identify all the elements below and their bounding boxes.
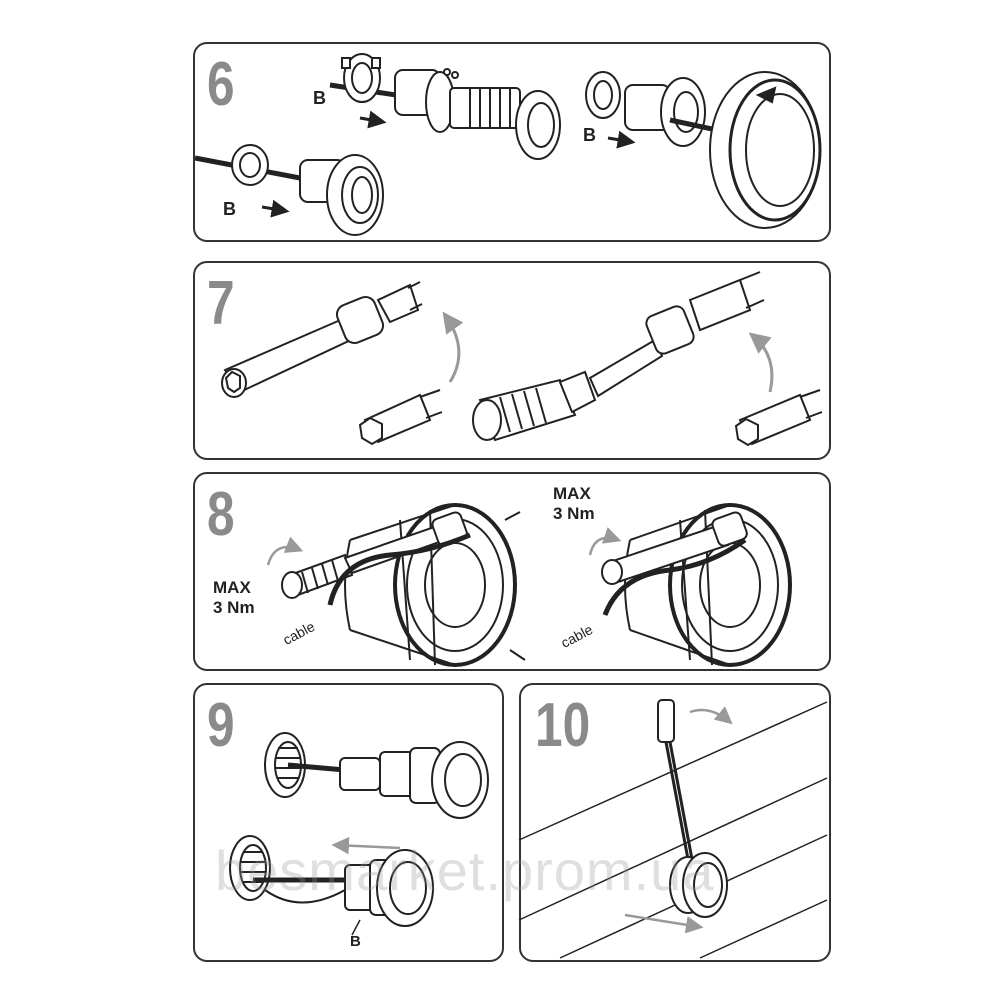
nut-b-right xyxy=(585,71,621,119)
threaded-body-top xyxy=(394,68,561,160)
label-b-1: B xyxy=(313,88,326,108)
step-7-drawing xyxy=(221,271,823,447)
step-9-drawing xyxy=(229,732,489,936)
step-number-9: 9 xyxy=(207,691,235,760)
torque-label-left: MAX 3 Nm xyxy=(213,578,255,618)
step-number-7: 7 xyxy=(207,269,235,338)
lamp-assembly-top xyxy=(339,741,489,819)
cage-left xyxy=(344,503,526,667)
arrow-curve-right xyxy=(748,332,774,393)
socket-loose-left xyxy=(358,389,443,446)
arrow-push-3 xyxy=(261,199,290,218)
lamp-face xyxy=(709,71,822,229)
nut-b-top xyxy=(341,53,381,103)
cable-right xyxy=(602,537,747,616)
socket-wrench-left xyxy=(221,281,423,398)
nut-b-bottom xyxy=(231,144,269,186)
torque-arrow-right xyxy=(588,527,622,556)
step-number-10: 10 xyxy=(535,691,591,760)
arrow-insert xyxy=(331,836,401,855)
cable-left xyxy=(327,532,471,606)
label-b-2: B xyxy=(583,125,596,145)
housing-right xyxy=(624,77,706,147)
installed-lamp xyxy=(669,852,728,918)
step-6-drawing xyxy=(194,53,822,236)
watermark: besmarket.prom.ua xyxy=(215,839,715,902)
label-b-9: B xyxy=(350,933,361,950)
screwdriver-handle xyxy=(472,271,765,442)
torque-arrow-left xyxy=(266,536,304,566)
arrow-curve-left xyxy=(442,311,464,383)
wall-niche-bottom xyxy=(229,835,271,901)
step-number-6: 6 xyxy=(207,50,235,119)
step-9-panel xyxy=(193,683,504,962)
tool-right xyxy=(601,511,748,585)
screwdriver xyxy=(657,699,696,871)
label-b-3: B xyxy=(223,199,236,219)
step-number-8: 8 xyxy=(207,480,235,549)
arrow-turn xyxy=(689,706,733,725)
step-10-drawing xyxy=(518,699,828,959)
housing-bottom xyxy=(299,154,384,236)
tool-left xyxy=(281,511,468,599)
torque-label-right: MAX 3 Nm xyxy=(553,484,595,524)
arrow-push-wall xyxy=(624,913,704,934)
step-8-drawing xyxy=(266,503,792,667)
arrow-push-1 xyxy=(359,110,387,129)
arrow-push-2 xyxy=(607,130,636,149)
socket-loose-right xyxy=(734,389,823,447)
lamp-assembly-bottom xyxy=(344,849,434,927)
